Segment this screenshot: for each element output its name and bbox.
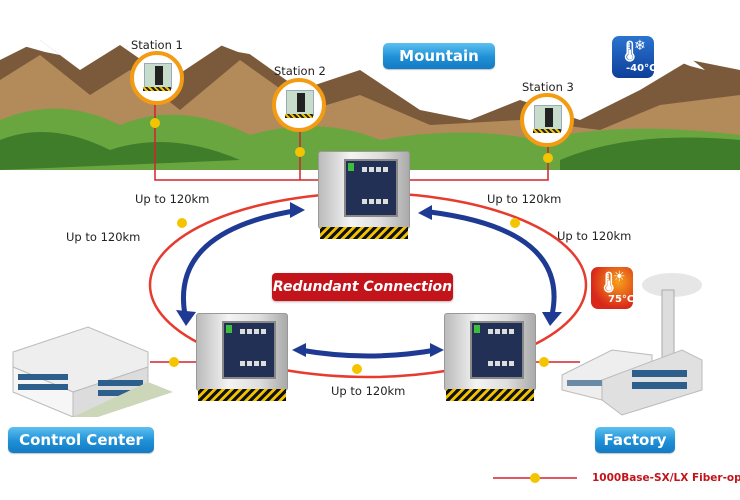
mountain-label: Mountain bbox=[383, 43, 495, 69]
control-center-building bbox=[12, 326, 173, 417]
station-3-label: Station 3 bbox=[522, 80, 574, 94]
switch-right[interactable] bbox=[444, 313, 536, 403]
legend-badge bbox=[530, 473, 540, 483]
switch-left[interactable] bbox=[196, 313, 288, 403]
hot-temperature-icon: 🌡 ☀ 75°C bbox=[591, 267, 634, 309]
redundant-arrow-bottom bbox=[299, 347, 437, 359]
switch-top[interactable] bbox=[318, 151, 410, 241]
station3-link bbox=[410, 133, 549, 181]
station-1[interactable] bbox=[130, 51, 184, 105]
cold-temperature-icon: 🌡 ❄ -40°C bbox=[612, 36, 656, 78]
legend-label: 1000Base-SX/LX Fiber-optic bbox=[592, 472, 740, 484]
redundant-arrow-left bbox=[181, 207, 301, 316]
station-2[interactable] bbox=[272, 78, 326, 132]
distance-label-left: Up to 120km bbox=[66, 230, 141, 244]
station-3[interactable] bbox=[520, 93, 574, 147]
redundant-arrow-right bbox=[429, 209, 557, 316]
factory-label: Factory bbox=[595, 427, 675, 453]
redundant-connection-label: Redundant Connection bbox=[272, 273, 453, 301]
station-2-label: Station 2 bbox=[274, 64, 326, 78]
distance-label-right: Up to 120km bbox=[557, 229, 632, 243]
factory-building bbox=[561, 273, 703, 416]
distance-label-top-right: Up to 120km bbox=[487, 192, 562, 206]
distance-label-top-left: Up to 120km bbox=[135, 192, 210, 206]
distance-label-bottom: Up to 120km bbox=[331, 384, 406, 398]
control-center-label: Control Center bbox=[8, 427, 154, 453]
station-1-label: Station 1 bbox=[131, 38, 183, 52]
